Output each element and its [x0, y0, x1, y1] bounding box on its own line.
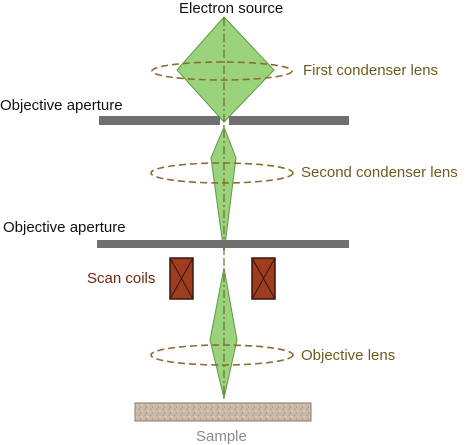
electron-source-label: Electron source: [179, 0, 283, 17]
objective-lens-label: Objective lens: [301, 347, 395, 364]
first-condenser-lens-label: First condenser lens: [303, 62, 438, 79]
objective-aperture-bottom: [97, 240, 349, 248]
beam-source-diamond: [176, 16, 275, 123]
sample-label: Sample: [196, 428, 247, 445]
objective-aperture-top-label: Objective aperture: [0, 97, 123, 114]
scan-coil-right: [251, 257, 276, 300]
objective-aperture-top-left: [99, 116, 220, 125]
first-condenser-lens: [151, 61, 293, 81]
second-condenser-lens: [150, 162, 294, 184]
scan-coil-left: [169, 257, 194, 300]
scan-coils-label: Scan coils: [87, 270, 155, 287]
second-condenser-lens-label: Second condenser lens: [301, 164, 458, 181]
objective-aperture-top-right: [229, 116, 349, 125]
objective-aperture-bottom-label: Objective aperture: [3, 219, 126, 236]
sample-slab: [134, 402, 312, 422]
objective-lens: [150, 344, 294, 366]
